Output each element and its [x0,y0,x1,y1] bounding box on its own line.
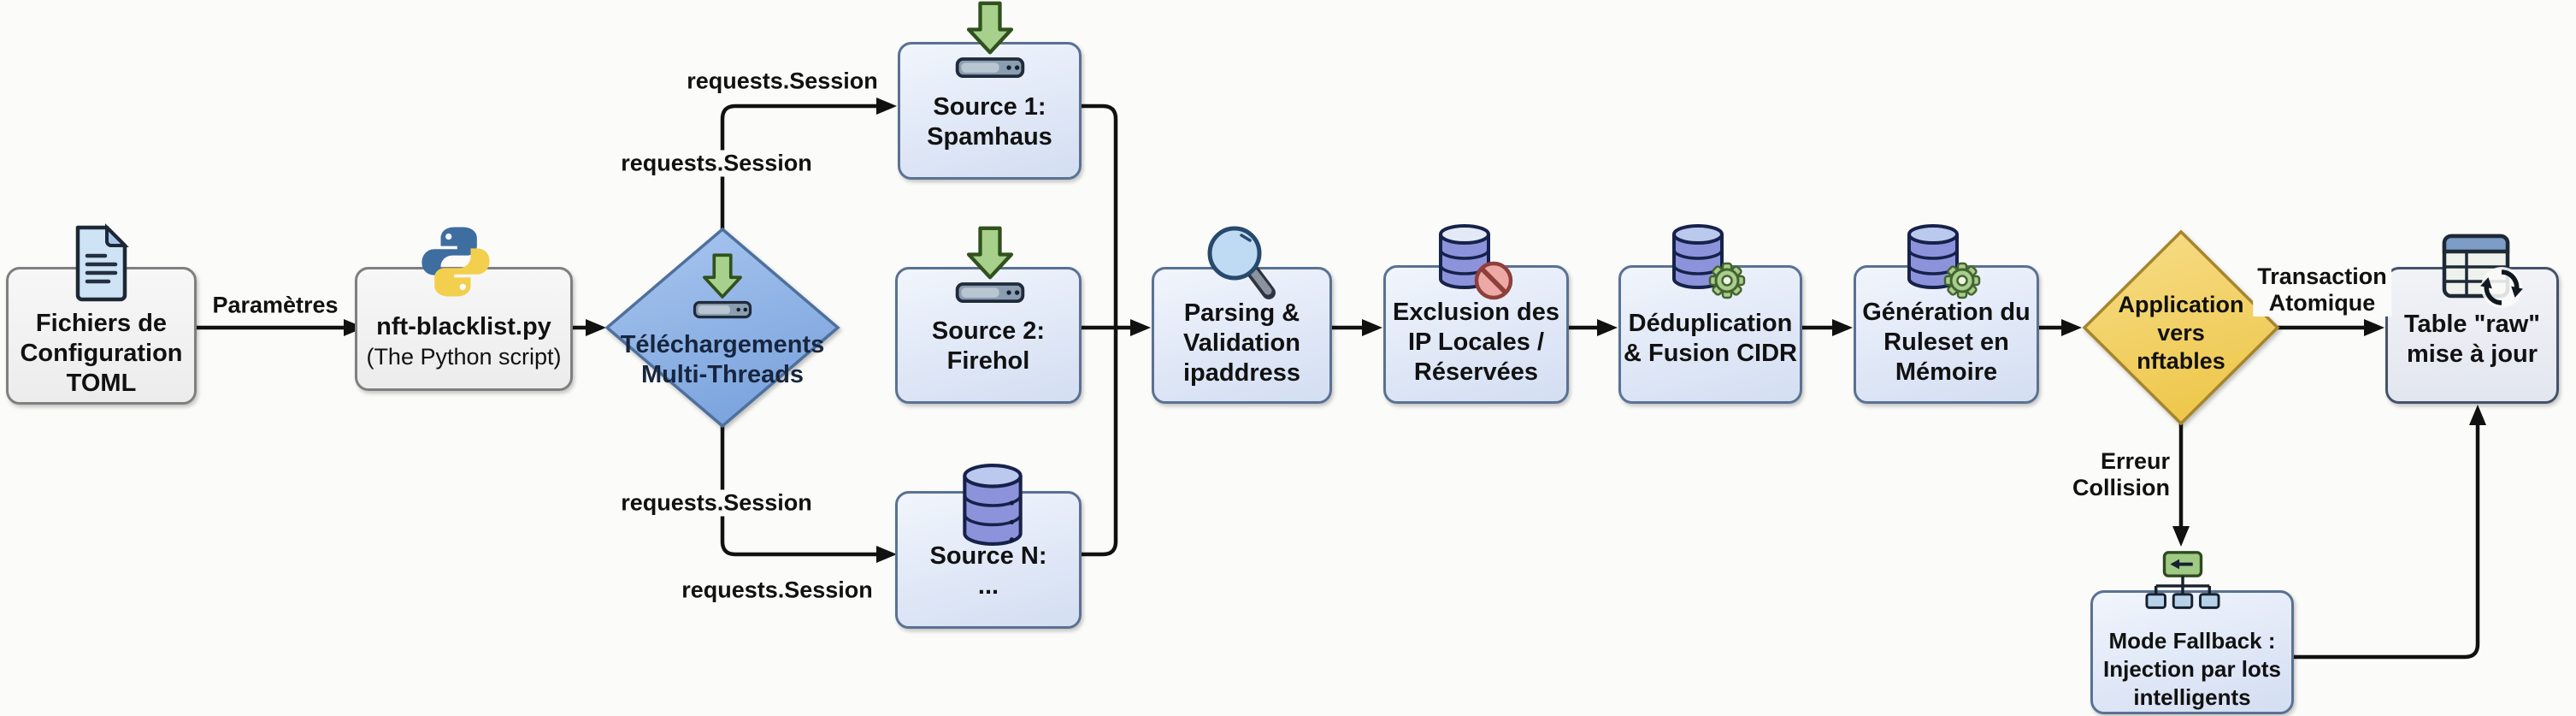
edge-fallback-return [2291,405,2486,660]
edge-sourceN-out [1079,325,1118,557]
edge-label-error: Erreur Collision [2072,448,2170,500]
download-icon [950,225,1030,308]
edge-label-transaction: Transaction Atomique [2253,263,2391,317]
node-apply-label: Application vers nftables [2118,292,2244,374]
node-dedup-label: Déduplication & Fusion CIDR [1624,310,1797,367]
node-downloads-label: Téléchargements Multi-Threads [620,331,825,388]
node-table-raw-label: Table "raw" mise à jour [2403,311,2541,368]
magnifier-icon [1202,221,1277,311]
edge-label-session-bottom-inner: requests.Session [616,489,816,517]
decision-downloads-shape [604,227,840,429]
node-fallback-label: Mode Fallback : Injection par lots intel… [2102,628,2282,710]
node-source1-label: Source 1: Spamhaus [927,92,1052,151]
database-icon [959,464,1026,552]
node-script-label: nft-blacklist.py [376,312,551,340]
node-config-label: Fichiers de Configuration TOML [20,310,183,397]
node-script-sublabel: (The Python script) [366,343,562,370]
edge-source1-out [1079,104,1118,330]
edge-label-session-bottom-outer: requests.Session [677,577,877,604]
edge-label-parameters: Paramètres [208,292,343,319]
node-exclusion: Exclusion des IP Locales / Réservées [1383,265,1569,404]
database-block-icon [1437,224,1533,307]
decision-apply-shape [2082,229,2280,426]
sitemap-icon [2145,550,2220,623]
document-icon [71,223,131,307]
download-icon [689,248,756,328]
edge-label-session-top-inner: requests.Session [616,150,816,177]
node-dedup: Déduplication & Fusion CIDR [1618,265,1802,404]
node-generation: Génération du Ruleset en Mémoire [1854,265,2039,404]
download-icon [950,0,1030,83]
node-sourceN-label: Source N: ... [929,541,1047,600]
node-parsing-label: Parsing & Validation ipaddress [1183,299,1300,387]
node-fallback: Mode Fallback : Injection par lots intel… [2090,590,2294,714]
edge-branch-bottom [720,423,897,563]
database-gear-icon [1906,224,2001,307]
node-exclusion-label: Exclusion des IP Locales / Réservées [1392,298,1559,386]
edge-label-session-top-outer: requests.Session [682,68,882,95]
node-parsing: Parsing & Validation ipaddress [1152,267,1332,404]
edge-branch-top [720,98,897,232]
database-gear-icon [1671,224,1766,307]
table-refresh-icon [2441,231,2526,316]
node-source2-label: Source 2: Firehol [931,317,1046,375]
node-generation-label: Génération du Ruleset en Mémoire [1862,298,2031,386]
python-logo-icon [416,222,495,305]
